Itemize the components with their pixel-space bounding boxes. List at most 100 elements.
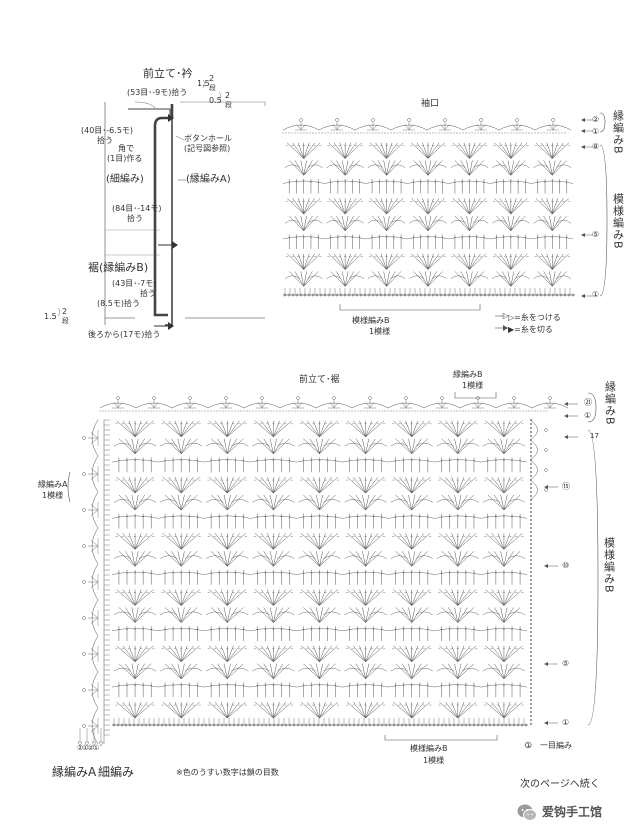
crochet-symbol-stroke [431,293,435,297]
crochet-symbol-stroke [581,118,585,122]
crochet-symbol-stroke [318,132,320,134]
crochet-symbol-stroke [514,164,530,168]
crochet-symbol-stroke [552,253,559,270]
crochet-symbol-stroke [503,325,508,331]
crochet-symbol-stroke [386,215,396,231]
crochet-symbol-stroke [415,442,433,447]
crochet-symbol-stroke [204,410,206,412]
crochet-symbol-stroke [383,215,387,231]
crochet-symbol-stroke [296,628,343,632]
crochet-symbol-stroke [386,198,393,215]
crochet-symbol-stroke [441,607,459,623]
crochet-symbol-stroke [469,271,473,287]
crochet-symbol-stroke [411,663,422,679]
crochet-symbol-stroke [503,701,523,719]
crochet-symbol-stroke [529,598,533,602]
crochet-symbol-stroke [324,723,328,727]
crochet-symbol-stroke [254,420,274,437]
crochet-symbol-stroke [313,645,320,662]
crochet-symbol-stroke [439,645,458,662]
crochet-symbol-stroke [345,132,347,134]
crochet-symbol-stroke [386,160,402,176]
crochet-symbol-stroke [399,132,401,134]
crochet-symbol-stroke [349,275,364,279]
crochet-symbol-stroke [131,663,136,679]
crochet-symbol-stroke [353,476,366,494]
crochet-symbol-stroke [457,494,468,511]
crochet-symbol-stroke [296,459,343,463]
crochet-symbol-stroke [353,645,366,662]
crochet-symbol-stroke [306,410,308,412]
crochet-symbol-stroke [405,420,412,437]
crochet-symbol-stroke [204,515,251,519]
crochet-symbol-stroke [342,515,389,519]
crochet-symbol-stroke [386,160,390,176]
crochet-symbol-stroke [162,533,182,550]
crochet-symbol-stroke [224,396,228,400]
crochet-symbol-stroke [180,663,192,679]
crochet-symbol-stroke [234,410,236,412]
crochet-symbol-stroke [330,410,332,412]
crochet-symbol-stroke [332,124,338,131]
crochet-symbol-stroke [531,180,574,184]
crochet-symbol-stroke [417,410,419,412]
crochet-symbol-stroke [303,607,320,623]
crochet-symbol-stroke [82,652,86,656]
crochet-symbol-stroke [386,253,404,270]
crochet-symbol-stroke [298,555,316,559]
crochet-symbol-stroke [491,476,505,494]
crochet-symbol-stroke [303,438,320,454]
crochet-symbol-stroke [360,723,364,727]
crochet-symbol-stroke [457,607,462,623]
crochet-symbol-stroke [307,220,323,224]
crochet-symbol-stroke [529,630,533,634]
crochet-symbol-stroke [319,663,330,679]
crochet-symbol-stroke [503,589,523,606]
schematic-label-dan-top: 段 [209,84,216,92]
crochet-symbol-stroke [180,438,192,454]
crochet-symbol-stroke [252,667,270,672]
crochet-symbol-stroke [267,420,274,437]
crochet-symbol-stroke [355,438,366,454]
crochet-symbol-stroke [552,215,567,231]
crochet-symbol-stroke [405,701,412,719]
crochet-symbol-stroke [67,471,71,503]
crochet-symbol-stroke [328,198,346,215]
crochet-symbol-stroke [549,271,553,287]
crochet-symbol-stroke [429,132,431,134]
crochet-symbol-stroke [514,220,530,224]
crochet-symbol-stroke [365,701,372,719]
crochet-symbol-stroke [388,459,435,463]
crochet-symbol-stroke [513,402,519,409]
crochet-symbol-stroke [529,594,533,598]
crochet-symbol-stroke [208,420,228,437]
crochet-symbol-stroke [399,701,412,719]
crochet-symbol-stroke [174,701,182,719]
crochet-symbol-stroke [535,142,553,159]
crochet-symbol-stroke [267,701,274,719]
crochet-symbol-stroke [189,410,191,412]
crochet-symbol-stroke [431,275,447,279]
crochet-symbol-stroke [258,410,260,412]
crochet-symbol-stroke [120,410,122,412]
crochet-symbol-stroke [227,607,238,623]
crochet-symbol-stroke [276,410,278,412]
crochet-symbol-stroke [407,236,449,240]
crochet-symbol-stroke [204,571,251,575]
crochet-symbol-stroke [144,723,148,727]
crochet-symbol-stroke [408,132,410,134]
crochet-symbol-stroke [134,589,142,606]
crochet-symbol-stroke [273,494,284,511]
crochet-symbol-stroke [468,132,470,134]
crochet-symbol-stroke [90,509,99,516]
crochet-symbol-stroke [134,663,145,679]
crochet-symbol-stroke [292,142,304,159]
schematic-label-2-bottom: 2 [62,307,68,316]
crochet-symbol-stroke [365,663,376,679]
crochet-symbol-stroke [180,551,198,567]
crochet-symbol-stroke [162,589,182,606]
crochet-symbol-stroke [454,271,470,287]
crochet-symbol-stroke [260,723,264,727]
crochet-symbol-stroke [499,253,512,270]
schematic-label-53: (53目･-9モ)拾う [127,88,188,97]
